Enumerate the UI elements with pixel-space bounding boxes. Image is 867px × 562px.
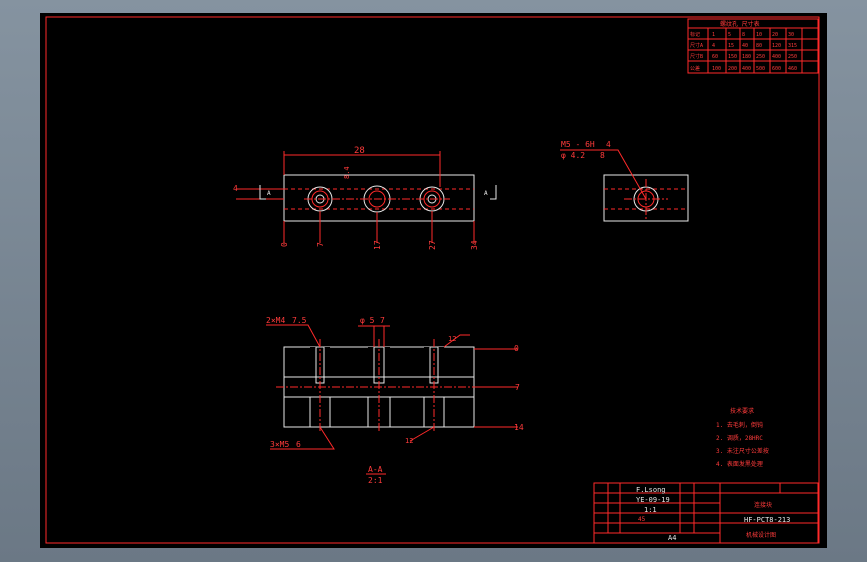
size-table-cell: 100: [712, 66, 721, 72]
size-table-cell: 15: [728, 43, 734, 49]
y-label-0: 0: [514, 344, 519, 353]
hole-note-left: 2×M4: [266, 316, 285, 325]
size-table-cell: 10: [756, 32, 762, 38]
size-table-cell: 500: [756, 66, 765, 72]
size-table-cell: 400: [772, 54, 781, 60]
side-view: M5 - 6H 4 φ 4.2 8: [560, 140, 689, 222]
hole-depth-left: 7.5: [292, 316, 307, 325]
bottom-hole-note: 3×M5: [270, 440, 289, 449]
size-table-cell: 120: [772, 43, 781, 49]
drill-depth: 8: [600, 151, 605, 160]
size-table-cell: 尺寸B: [690, 53, 703, 60]
section-scale: 2:1: [368, 476, 383, 485]
size-table-cell: 200: [728, 66, 737, 72]
center-hole-depth: 7: [380, 316, 385, 325]
tick-17: 17: [373, 240, 382, 250]
part-name: 连接块: [754, 501, 772, 509]
size-table-cell: 4: [712, 43, 715, 49]
dim-hole: 8.4: [343, 166, 351, 179]
center-hole-note: φ 5: [360, 316, 375, 325]
size-table-cell: 40: [742, 43, 748, 49]
size-table-cell: 20: [772, 32, 778, 38]
note-1: 1. 去毛刺，倒钝: [716, 421, 763, 429]
note-3: 3. 未注尺寸公差按: [716, 447, 769, 455]
y-label-7: 7: [515, 383, 520, 392]
technical-notes: 技术要求 1. 去毛刺，倒钝 2. 调质，28HRC 3. 未注尺寸公差按 4.…: [716, 407, 769, 468]
size-table-cell: 标记: [690, 31, 700, 38]
size-table-cell: 80: [756, 43, 762, 49]
size-table-cell: 30: [788, 32, 794, 38]
material: 45: [638, 516, 646, 523]
note-2: 2. 调质，28HRC: [716, 434, 763, 442]
size-table-cell: 尺寸A: [690, 42, 703, 49]
top-view: 28 8.4 4 A A 0 7 17 27 34: [233, 146, 497, 250]
right-dim-bottom: 12: [405, 437, 413, 445]
drawing-number: HF-PCT8-213: [744, 516, 790, 524]
dim-height: 4: [233, 184, 238, 193]
right-dim-top: 12: [448, 335, 456, 343]
size-table-cell: 250: [756, 54, 765, 60]
notes-title: 技术要求: [730, 407, 754, 415]
size-table-cell: 60: [712, 54, 718, 60]
designer-name: F.Lsong: [636, 486, 666, 494]
tick-27: 27: [428, 240, 437, 250]
note-4: 4. 表面发黑处理: [716, 460, 763, 468]
design-date: YE-09-19: [636, 496, 670, 504]
size-table-cell: 250: [788, 54, 797, 60]
size-table-cell: 1: [712, 32, 715, 38]
scale-cell: 1:1: [644, 506, 657, 514]
size-table-cell: 8: [742, 32, 745, 38]
size-table-cell: 400: [742, 66, 751, 72]
size-table-cell: 600: [772, 66, 781, 72]
drill-note: φ 4.2: [561, 151, 585, 160]
thread-depth: 4: [606, 140, 611, 149]
size-table-title: 螺纹孔 尺寸表: [720, 20, 760, 28]
size-table-cell: 5: [728, 32, 731, 38]
company-name: 机械设计图: [746, 531, 776, 539]
svg-text:A: A: [267, 190, 271, 197]
section-view: 0 7 14 2×M4 7.5 φ 5 7 12 12 3×M5 6 A-A 2…: [266, 316, 524, 485]
size-table-cell: 315: [788, 43, 797, 49]
tick-0: 0: [280, 242, 289, 247]
size-table-cell: 180: [742, 54, 751, 60]
dim-length: 28: [354, 146, 365, 156]
bottom-hole-depth: 6: [296, 440, 301, 449]
thread-note: M5 - 6H: [561, 140, 595, 149]
section-label: A-A: [368, 465, 383, 474]
size-table-cell: 150: [728, 54, 737, 60]
y-label-14: 14: [514, 423, 524, 432]
tick-7: 7: [316, 242, 325, 247]
svg-text:A: A: [484, 190, 488, 197]
title-block: F.Lsong YE-09-19 1:1 连接块 HF-PCT8-213 45 …: [593, 482, 819, 544]
tick-34: 34: [470, 240, 479, 250]
size-table-cell: 公差: [690, 65, 700, 72]
sheet-border: [45, 16, 820, 544]
size-table-cell: 460: [788, 66, 797, 72]
sheet-size: A4: [668, 534, 676, 542]
